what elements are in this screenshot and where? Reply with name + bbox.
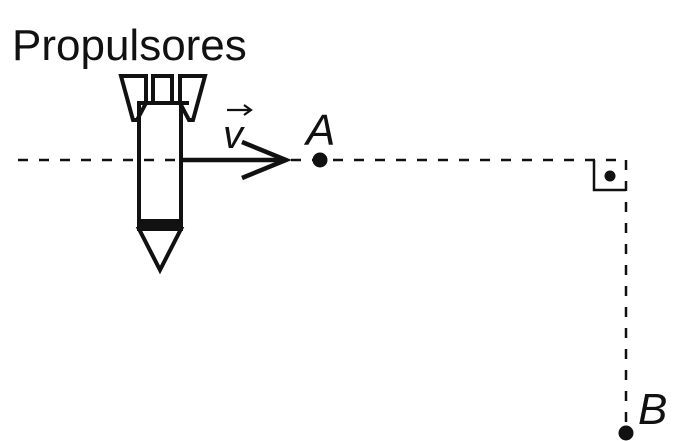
rocket-icon	[118, 74, 208, 275]
velocity-arrow	[181, 139, 292, 181]
left-propulsor-icon	[118, 74, 148, 122]
point-a-dot	[312, 152, 328, 168]
velocity-label: v	[223, 113, 245, 157]
rocket-body-icon	[137, 101, 183, 225]
center-nozzle-icon	[151, 74, 174, 105]
point-b-label: B	[638, 385, 667, 434]
right-angle-dot	[604, 170, 616, 182]
rocket-nose-cone-icon	[135, 227, 185, 275]
point-b-dot	[618, 425, 634, 441]
point-a-label: A	[303, 106, 335, 155]
right-propulsor-icon	[178, 74, 208, 122]
propulsores-label: Propulsores	[12, 21, 247, 70]
velocity-label-group: v	[223, 104, 253, 157]
right-angle-marker	[592, 160, 626, 192]
